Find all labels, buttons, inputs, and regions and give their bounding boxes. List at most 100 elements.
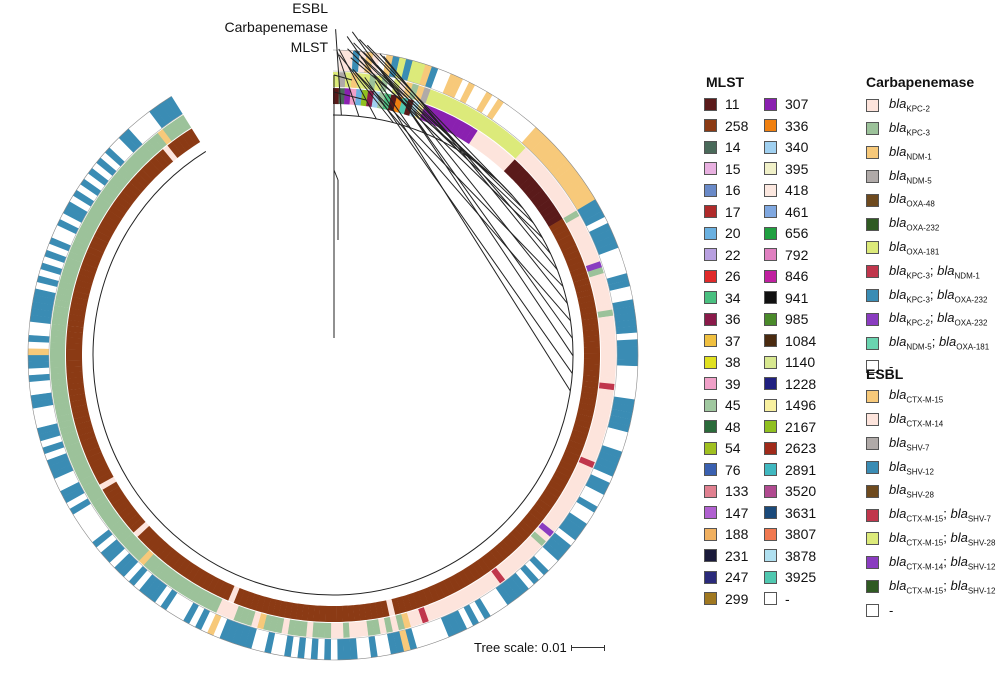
mlst-segment [196,570,210,588]
esbl-segment [231,622,245,645]
mlst-legend-label: 3925 [785,569,817,585]
mlst-legend-item: - [764,590,790,608]
carbapenemase-segment [61,430,78,442]
esbl-legend-label: blaCTX-M-15; blaSHV-28 [889,530,996,548]
mlst-segment [391,597,401,615]
mlst-legend-label: 147 [725,504,749,521]
mlst-segment [307,604,315,622]
mlst-legend-swatch [704,570,717,584]
mlst-segment [551,223,569,237]
carbapenemase-segment [527,160,544,176]
mlst-segment [554,228,572,242]
esbl-segment [361,636,372,659]
mlst-segment [553,470,571,483]
carbapenemase-segment [360,620,369,637]
esbl-segment [160,99,178,122]
esbl-segment [128,124,148,145]
carbapenemase-segment [471,581,485,598]
esbl-segment [143,111,163,133]
carbapenemase-segment [85,484,102,498]
carbapenemase-legend-swatch [866,98,879,112]
esbl-legend-label: blaCTX-M-14; blaSHV-12 [889,553,996,572]
esbl-segment [510,572,529,594]
mlst-legend-label: 1140 [785,354,816,370]
mlst-segment [417,589,429,607]
esbl-segment [392,631,405,654]
mlst-legend-swatch [704,527,717,541]
carbapenemase-segment [336,622,344,638]
esbl-segment [459,82,476,104]
esbl-segment [160,589,178,611]
esbl-segment [572,501,595,519]
esbl-segment [123,561,143,582]
carbapenemase-segment [85,212,102,226]
esbl-segment [27,348,50,356]
mlst-segment [301,604,310,621]
esbl-segment [87,167,109,186]
mlst-legend-label: 48 [725,418,741,435]
esbl-segment [598,247,621,262]
esbl-segment [591,229,614,244]
esbl-legend-swatch [866,413,879,427]
mlst-legend-label: 3878 [785,547,817,564]
mlst-segment [91,461,109,475]
esbl-segment [600,253,624,268]
carbapenemase-segment [557,199,574,214]
mlst-segment [129,177,146,193]
carbapenemase-segment [305,621,314,638]
carbapenemase-segment [324,622,332,638]
mlst-legend-swatch [704,592,717,605]
carbapenemase-segment [287,619,296,636]
mlst-segment [526,185,543,200]
mlst-segment [102,481,120,495]
mlst-legend-item: 1496 [764,396,816,414]
mlst-legend-item: 2891 [764,461,816,479]
mlst-segment [342,605,349,622]
carbapenemase-segment [434,600,447,617]
carbapenemase-segment [579,243,596,256]
mlst-legend-item: 1084 [764,332,816,350]
carbapenemase-segment [377,618,387,635]
mlst-segment [154,541,170,558]
mlst-legend-item: 36 [704,310,741,328]
mlst-segment [578,402,596,412]
carbapenemase-segment [445,595,458,612]
esbl-segment [123,128,143,149]
carbapenemase-segment [117,528,133,544]
esbl-segment [337,638,345,660]
esbl-segment [576,496,598,513]
mlst-legend-label: 247 [725,569,749,585]
mlst-legend-swatch [764,183,777,197]
esbl-segment [40,435,63,448]
mlst-segment [489,547,505,564]
mlst-segment [541,489,559,504]
esbl-segment [616,359,638,367]
esbl-segment [535,140,556,161]
mlst-legend-label: 336 [785,117,809,134]
carbapenemase-segment [157,128,172,145]
mlst-legend-label: 3631 [785,504,817,521]
esbl-segment [194,608,211,630]
esbl-legend-swatch [866,389,879,403]
carbapenemase-segment [221,601,234,618]
mlst-legend-swatch [764,570,777,584]
mlst-segment [319,605,326,622]
carbapenemase-segment [147,136,163,153]
mlst-legend-swatch [704,162,717,175]
carbapenemase-segment [566,215,583,229]
mlst-legend-label: 299 [725,590,749,607]
esbl-segment [96,157,117,176]
carbapenemase-segment [523,156,540,172]
esbl-segment [28,367,50,376]
esbl-legend-swatch [866,460,879,474]
esbl-segment [349,638,358,660]
carbapenemase-segment [468,110,482,127]
mlst-segment [510,528,526,544]
carbapenemase-segment [598,388,614,397]
esbl-segment [63,206,85,223]
mlst-legend-label: 38 [725,354,741,370]
carbapenemase-segment [530,531,546,547]
mlst-legend-item: 231 [704,547,748,565]
carbapenemase-segment [293,620,302,637]
esbl-segment [422,622,437,645]
